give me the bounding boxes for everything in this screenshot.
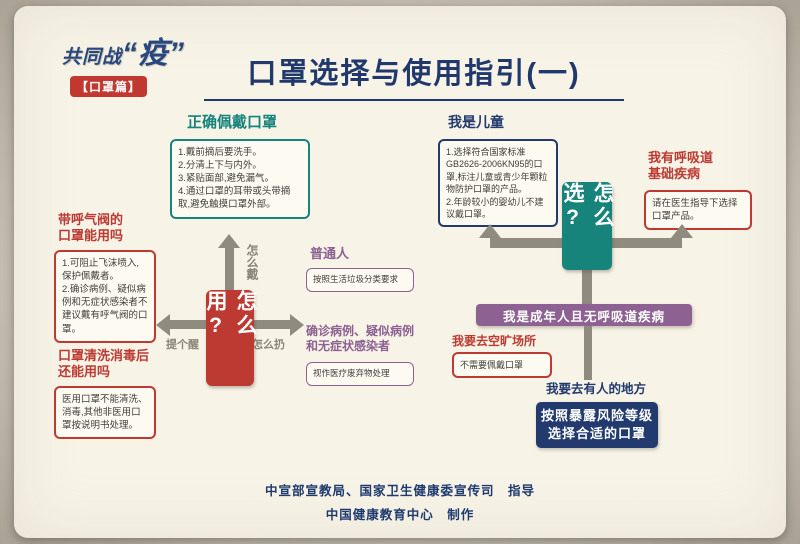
washed-mask-box: 医用口罩不能清洗、消毒,其他非医用口罩按说明书处理。	[54, 386, 156, 440]
open-area-box: 不需要佩戴口罩	[452, 352, 552, 379]
how-to-wear-label: 怎么戴	[245, 244, 259, 280]
wear-correctly-box: 1.戴前摘后要洗手。 2.分清上下与内外。 3.紧贴面部,避免漏气。 4.通过口…	[170, 139, 310, 219]
arrow-to-child-icon	[479, 224, 501, 238]
arrow-up-icon	[218, 234, 240, 248]
logo-badge: 【口罩篇】	[70, 76, 148, 97]
ordinary-people-box: 按照生活垃圾分类要求	[306, 268, 414, 292]
washed-mask-heading: 口罩清洗消毒后 还能用吗	[58, 348, 150, 380]
arrow-right-shaft	[254, 320, 290, 329]
how-to-choose-text: 怎么选?	[561, 182, 614, 232]
choose-down-connector	[582, 268, 592, 308]
arrow-up-shaft	[225, 248, 234, 294]
logo-text-main: 共同战	[62, 47, 123, 68]
arrow-to-respiratory-icon	[671, 224, 693, 238]
wear-correctly-heading: 正确佩戴口罩	[187, 114, 278, 131]
infographic-card: 共同战“疫” 【口罩篇】 口罩选择与使用指引(一) 带呼气阀的 口罩能用吗 1.…	[14, 6, 786, 538]
campaign-logo: 共同战“疫” 【口罩篇】	[62, 28, 192, 97]
crowded-area-heading: 我要去有人的地方	[546, 382, 647, 396]
reminder-label: 提个醒	[166, 339, 199, 351]
logo-text-accent: “疫”	[122, 37, 186, 70]
logo-text: 共同战“疫”	[62, 28, 192, 72]
open-area-heading: 我要去空旷场所	[452, 334, 537, 348]
respiratory-heading: 我有呼吸道 基础疾病	[648, 150, 714, 182]
how-to-choose-node: 怎么选?	[561, 182, 614, 270]
how-to-use-text: 怎么用?	[204, 290, 257, 340]
valve-mask-box: 1.可阻止飞沫喷入,保护佩戴者。 2.确诊病例、疑似病例和无症状感染者不建议戴有…	[54, 250, 156, 343]
ordinary-people-heading: 普通人	[310, 246, 350, 261]
how-to-discard-label: 怎么扔	[252, 339, 285, 351]
arrow-left-icon	[156, 314, 170, 336]
respiratory-box: 请在医生指导下选择口罩产品。	[644, 190, 752, 231]
adult-bar: 我是成年人且无呼吸道疾病	[476, 304, 692, 326]
confirmed-cases-heading: 确诊病例、疑似病例 和无症状感染者	[306, 324, 415, 353]
child-box: 1.选择符合国家标准GB2626-2006KN95的口罩,标注儿童或青少年颗粒物…	[438, 139, 558, 228]
how-to-use-node: 怎么用?	[204, 290, 257, 386]
crowded-connector	[584, 326, 592, 380]
footer-line-1: 中宣部宣教局、国家卫生健康委宣传司 指导	[264, 484, 535, 498]
crowded-area-box: 按照暴露风险等级 选择合适的口罩	[536, 402, 658, 448]
footer-line-2: 中国健康教育中心 制作	[325, 508, 475, 522]
arrow-left-shaft	[170, 320, 206, 329]
child-heading: 我是儿童	[448, 114, 504, 130]
page-title: 口罩选择与使用指引(一)	[204, 50, 624, 101]
valve-mask-heading: 带呼气阀的 口罩能用吗	[58, 212, 124, 244]
arrow-right-icon	[290, 314, 304, 336]
confirmed-cases-box: 视作医疗废弃物处理	[306, 362, 414, 386]
